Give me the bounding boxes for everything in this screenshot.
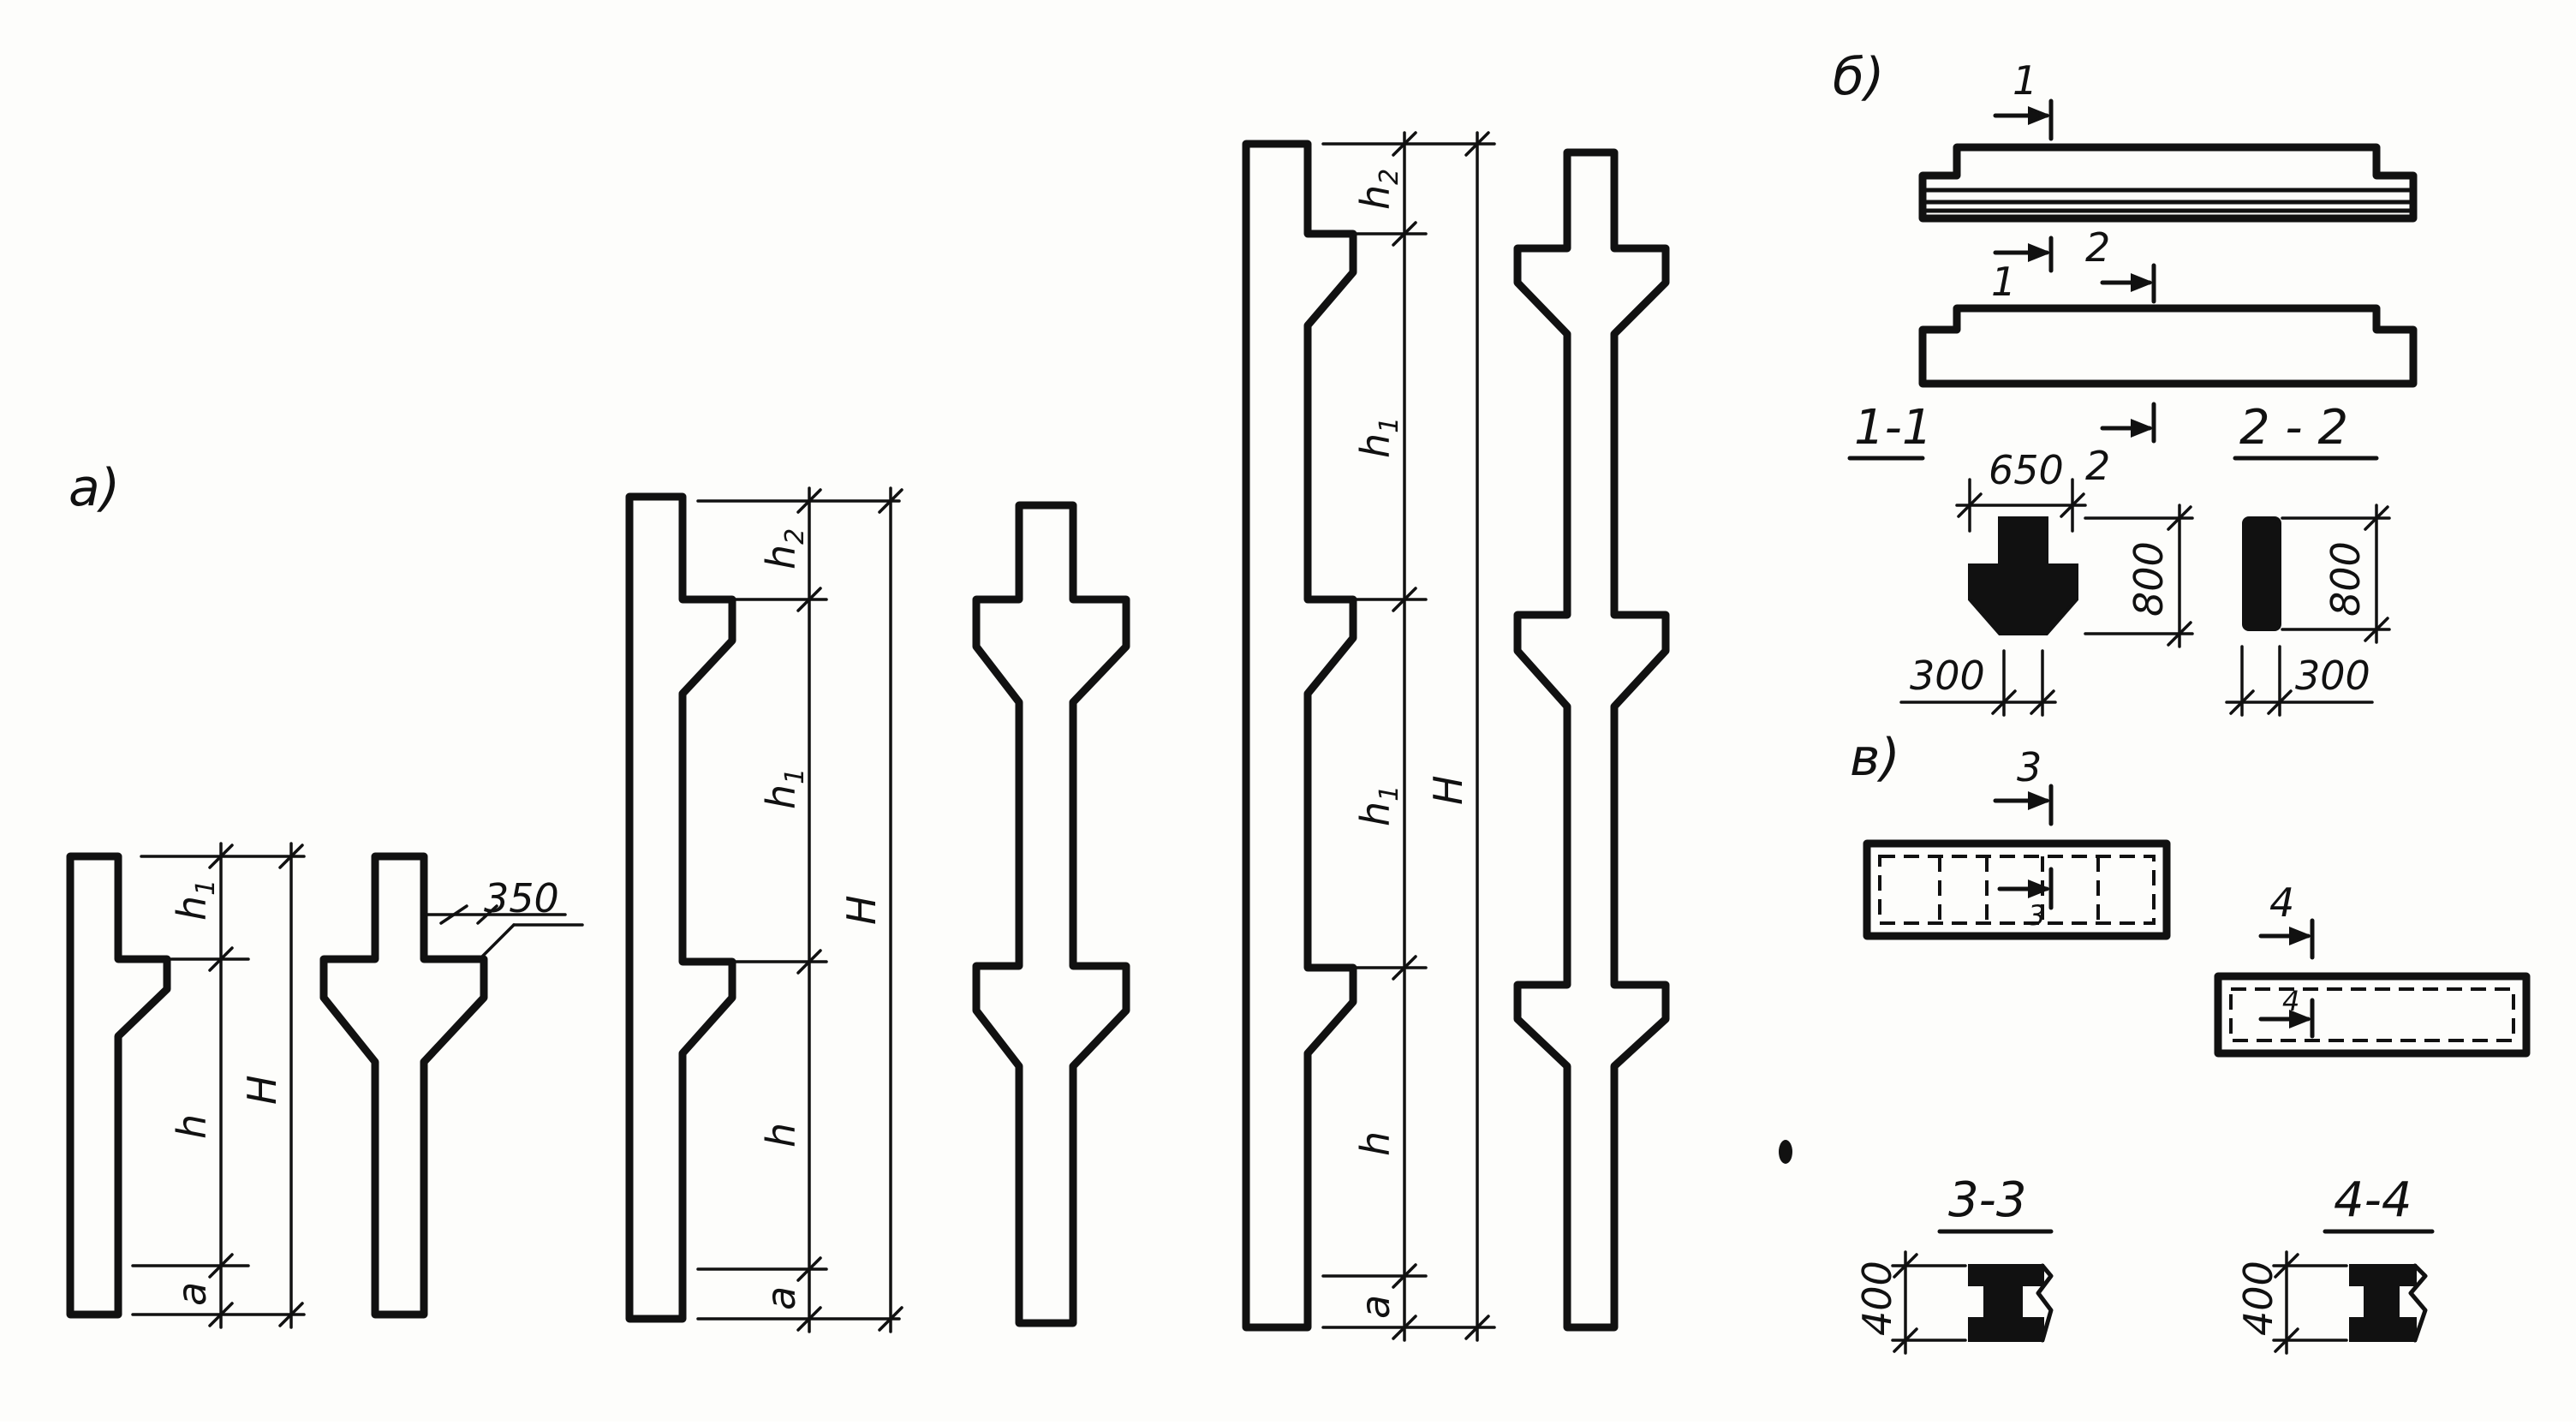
dim-label-a: a (1352, 1295, 1398, 1319)
section-mark-4: 4 4 (2258, 879, 2315, 1039)
dim-label-h: h (169, 1114, 215, 1139)
column-5-side-view (1242, 140, 1357, 1332)
svg-text:300: 300 (1910, 653, 1985, 699)
column-4-front-view (972, 501, 1130, 1327)
crane-beam-bottom (1918, 304, 2418, 388)
dim-label-a: a (169, 1282, 215, 1306)
dim-label-h: h (1352, 1131, 1398, 1156)
dim-label-H: H (1425, 775, 1471, 805)
column-3-side-view (625, 492, 736, 1323)
svg-text:4-4: 4-4 (2334, 1172, 2412, 1228)
svg-text:650: 650 (1989, 447, 2064, 493)
panel-label-a: a) (69, 458, 120, 518)
ink-dot (1779, 1140, 1792, 1164)
dim-label-H: H (239, 1075, 285, 1105)
section-2-2: 2 - 2 800 300 (2225, 400, 2391, 717)
column-2-front-view: 350 (319, 852, 584, 1319)
svg-text:400: 400 (1854, 1261, 1900, 1336)
section-4-4: 4-4 400 (2235, 1172, 2435, 1355)
svg-text:4: 4 (2282, 985, 2299, 1017)
svg-text:300: 300 (2295, 653, 2370, 699)
svg-text:2: 2 (2085, 443, 2110, 489)
crane-beam-top (1918, 143, 2418, 223)
dim-350: 350 (484, 875, 559, 921)
panel-label-b: б) (1833, 47, 1884, 107)
dim-label-h: h (758, 1123, 804, 1148)
section-3-3: 3-3 400 (1854, 1172, 2054, 1355)
panel-label-v: в) (1850, 728, 1900, 788)
dim-label-h1: h1 (1352, 417, 1404, 458)
dim-label-h1: h1 (1352, 785, 1404, 826)
section-mark-1-bottom: 1 (1991, 236, 2054, 305)
dim-label-a: a (758, 1286, 804, 1310)
svg-text:400: 400 (2235, 1261, 2281, 1336)
svg-text:3: 3 (2017, 744, 2042, 790)
column-5-dimensions: h2 h1 h1 h a H (1321, 131, 1496, 1342)
dim-label-h1: h1 (758, 768, 810, 809)
dim-label-h2: h2 (758, 528, 810, 569)
svg-text:800: 800 (2126, 541, 2172, 617)
column-1-side-view (66, 852, 171, 1319)
svg-text:800: 800 (2323, 541, 2369, 617)
column-6-front-view (1513, 148, 1670, 1332)
svg-text:3-3: 3-3 (1948, 1172, 2026, 1228)
dim-label-H: H (838, 895, 885, 925)
svg-text:2 - 2: 2 - 2 (2239, 400, 2348, 456)
svg-text:3: 3 (2028, 899, 2045, 932)
section-1-1: 1-1 650 800 300 (1847, 400, 2194, 717)
svg-text:1: 1 (1991, 259, 2016, 305)
svg-text:1-1: 1-1 (1854, 400, 1932, 456)
column-3-dimensions: h2 h1 h a H (696, 486, 903, 1333)
section-mark-2-bottom: 2 (2085, 402, 2156, 489)
section-mark-3: 3 3 (1993, 744, 2054, 932)
strut-beam-2 (2214, 972, 2531, 1058)
svg-text:2: 2 (2085, 224, 2110, 271)
svg-text:4: 4 (2269, 879, 2294, 926)
dim-label-h2: h2 (1352, 169, 1404, 210)
column-1-dimensions: h1 h a H (131, 842, 306, 1329)
section-mark-2-top: 2 (2085, 224, 2156, 304)
svg-text:1: 1 (2012, 57, 2037, 104)
dim-label-h1: h1 (169, 879, 221, 921)
section-mark-1-top: 1 (1993, 57, 2054, 141)
